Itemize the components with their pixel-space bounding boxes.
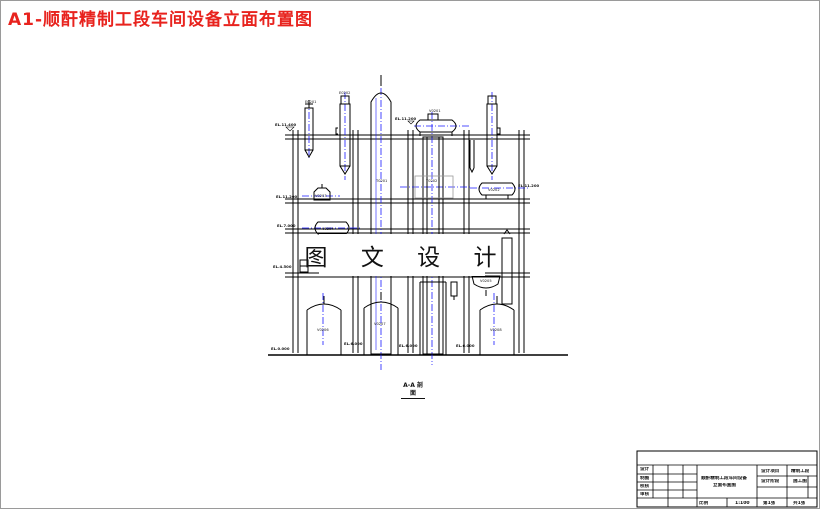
exchanger-e0204	[501, 229, 513, 305]
exchanger-e0203	[486, 95, 501, 175]
svg-text:EL.0.000: EL.0.000	[271, 346, 290, 351]
vessel-v0201	[415, 113, 457, 136]
tb-drawing-name-2: 立面布置图	[713, 483, 736, 488]
svg-text:EL.11.200: EL.11.200	[518, 183, 539, 188]
pump-p0201	[299, 259, 318, 273]
elevation-mark: EL.11.200	[276, 194, 297, 199]
svg-text:EL.11.400: EL.11.400	[275, 122, 296, 127]
tag-v0201: V0201	[429, 109, 441, 113]
svg-text:EL.4.500: EL.4.500	[273, 264, 292, 269]
elevation-mark: EL.6.000	[344, 341, 363, 346]
tb-signature-design: 设计	[640, 467, 650, 472]
tag-v0205: V0205	[480, 279, 492, 283]
svg-text:EL.11.200: EL.11.200	[395, 116, 416, 121]
riser-pipe	[469, 140, 475, 174]
elevation-mark: EL.6.000	[399, 343, 418, 348]
valve-item	[450, 281, 458, 300]
tank-v0206	[305, 296, 343, 356]
svg-text:EL.6.000: EL.6.000	[344, 341, 363, 346]
tb-stage-value: 施工图	[793, 479, 807, 484]
exchanger-e0201	[304, 100, 314, 159]
elevation-mark: EL.7.000	[277, 223, 296, 228]
tag-v0202: V0202	[488, 188, 500, 192]
tb-stage-label: 设计阶段	[761, 479, 780, 484]
elevation-mark: EL.11.200	[395, 116, 416, 125]
tank-v0208	[479, 296, 515, 355]
tag-e0201: E0201	[305, 100, 316, 104]
tb-sheet-label: 第1张	[763, 501, 776, 506]
tag-v0207: V0207	[374, 322, 386, 326]
column-t0201	[370, 75, 392, 355]
vessel-v0205	[471, 275, 501, 296]
tank-v0207	[363, 292, 399, 355]
svg-text:EL.6.000: EL.6.000	[456, 343, 475, 348]
tag-v0204: V0204	[322, 227, 334, 231]
vessel-v0202	[478, 182, 516, 199]
elevation-mark: EL.11.400	[275, 122, 296, 132]
tag-v0203: V0203	[315, 194, 327, 198]
elevation-marker-icon	[407, 120, 415, 125]
elevation-mark: EL.0.000	[271, 346, 290, 351]
tb-project-value: 精制工段	[791, 469, 810, 474]
tb-signature-draw: 制图	[640, 476, 650, 481]
tag-v0206: V0206	[317, 328, 329, 332]
tag-v0208: V0208	[490, 328, 502, 332]
elevation-mark: EL.4.500	[273, 264, 292, 269]
tb-drawing-name-1: 顺酐精制工段车间设备	[701, 476, 747, 481]
tb-scale-label: 比例	[699, 501, 709, 506]
vessel-v0203	[313, 184, 331, 201]
svg-text:EL.11.200: EL.11.200	[276, 194, 297, 199]
tb-total-label: 共1张	[793, 501, 806, 506]
page-title: A1-顺酐精制工段车间设备立面布置图	[8, 10, 314, 30]
elevation-mark: EL.11.200	[518, 183, 539, 188]
watermark: 图 文 设 计	[305, 234, 496, 276]
elevation-marks: EL.11.400 EL.11.200 EL.11.200 EL.11.200 …	[271, 116, 539, 351]
elevation-mark: EL.6.000	[456, 343, 475, 348]
section-caption: A-A 剖面	[401, 382, 425, 399]
tag-t0201: T0201	[375, 179, 387, 183]
tag-e0202: E0202	[339, 91, 350, 95]
building-frame	[268, 130, 568, 356]
tb-scale-value: 1:100	[735, 501, 750, 506]
exchanger-e0202	[335, 95, 351, 175]
tb-signature-review: 审核	[640, 492, 650, 497]
svg-text:EL.6.000: EL.6.000	[399, 343, 418, 348]
svg-text:EL.7.000: EL.7.000	[277, 223, 296, 228]
supports	[419, 281, 447, 355]
tb-signature-check: 校核	[640, 484, 650, 489]
equipment-tags: T0201 V0201 E0201 E0202 T0202 V0202 V020…	[305, 91, 502, 332]
elevation-marker-icon	[285, 126, 295, 132]
tag-t0202: T0202	[425, 179, 437, 183]
tb-project-label: 设计项目	[761, 469, 780, 474]
title-block	[636, 450, 818, 508]
